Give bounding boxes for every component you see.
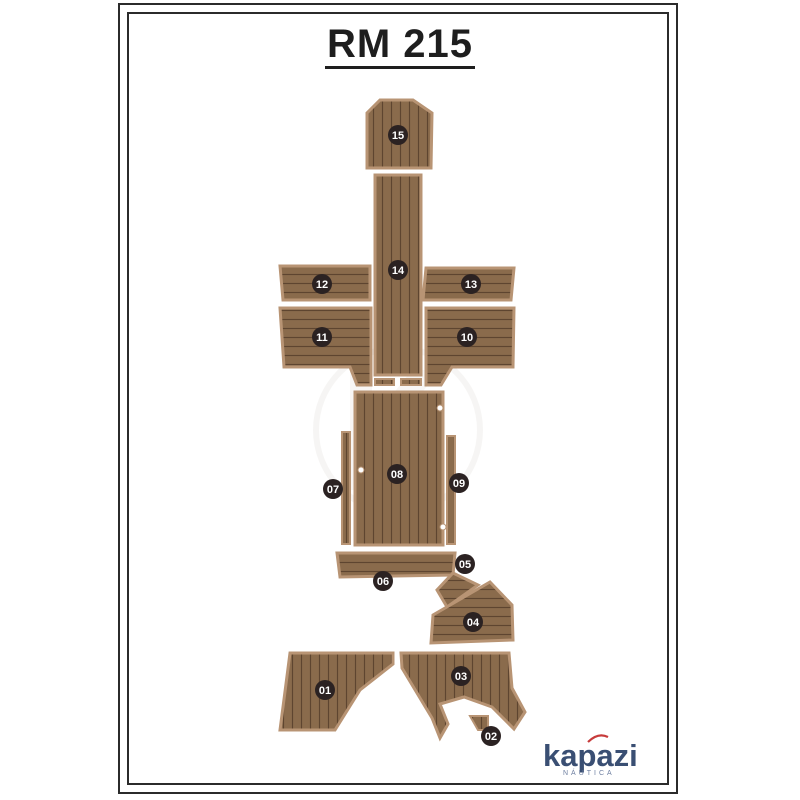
badge-circle (455, 554, 475, 574)
badge-circle (373, 571, 393, 591)
badge-06: 06 (373, 571, 393, 591)
badge-label: 14 (392, 265, 405, 277)
badge-label: 05 (459, 559, 471, 571)
badge-05: 05 (455, 554, 475, 574)
badge-label: 01 (319, 685, 331, 697)
panel-07 (341, 431, 351, 545)
badge-11: 11 (312, 327, 332, 347)
badge-circle (388, 125, 408, 145)
hole-08-left (357, 466, 365, 474)
brand-name: kapazi (543, 738, 638, 773)
badge-circle (323, 479, 343, 499)
hole-08-bottom (439, 523, 447, 531)
badge-label: 09 (453, 478, 465, 490)
brand-logo: kapazi NÁUTICA (543, 734, 638, 777)
panel-06 (335, 551, 457, 579)
page-title: RM 215 (0, 22, 800, 69)
badge-01: 01 (315, 680, 335, 700)
connector-left (374, 378, 395, 386)
badge-label: 10 (461, 332, 473, 344)
badge-circle (388, 260, 408, 280)
badge-12: 12 (312, 274, 332, 294)
badge-label: 13 (465, 279, 477, 291)
badge-circle (461, 274, 481, 294)
badge-label: 12 (316, 279, 328, 291)
brand-subtitle: NÁUTICA (563, 770, 615, 777)
badge-label: 06 (377, 576, 389, 588)
badge-label: 15 (392, 130, 404, 142)
badge-13: 13 (461, 274, 481, 294)
panel-03 (399, 651, 527, 742)
connector-right (400, 378, 422, 386)
badge-circle (463, 612, 483, 632)
badge-circle (457, 327, 477, 347)
panel-01 (278, 651, 395, 732)
badge-14: 14 (388, 260, 408, 280)
badge-07: 07 (323, 479, 343, 499)
badge-02: 02 (481, 726, 501, 746)
badge-03: 03 (451, 666, 471, 686)
badge-circle (312, 274, 332, 294)
badge-label: 04 (467, 617, 480, 629)
badge-04: 04 (463, 612, 483, 632)
badge-label: 08 (391, 469, 403, 481)
badge-circle (449, 473, 469, 493)
badge-label: 07 (327, 484, 339, 496)
badge-08: 08 (387, 464, 407, 484)
badge-15: 15 (388, 125, 408, 145)
badge-label: 02 (485, 731, 497, 743)
badge-circle (315, 680, 335, 700)
inner-frame (127, 12, 669, 785)
badge-circle (312, 327, 332, 347)
hole-08-top (436, 404, 444, 412)
badge-09: 09 (449, 473, 469, 493)
badge-circle (481, 726, 501, 746)
badge-label: 03 (455, 671, 467, 683)
panel-11 (278, 306, 373, 387)
badge-label: 11 (316, 332, 328, 344)
title-text: RM 215 (324, 22, 476, 69)
badge-circle (451, 666, 471, 686)
badge-10: 10 (457, 327, 477, 347)
swoosh-icon (587, 734, 609, 743)
outer-frame (118, 3, 678, 794)
badge-circle (387, 464, 407, 484)
